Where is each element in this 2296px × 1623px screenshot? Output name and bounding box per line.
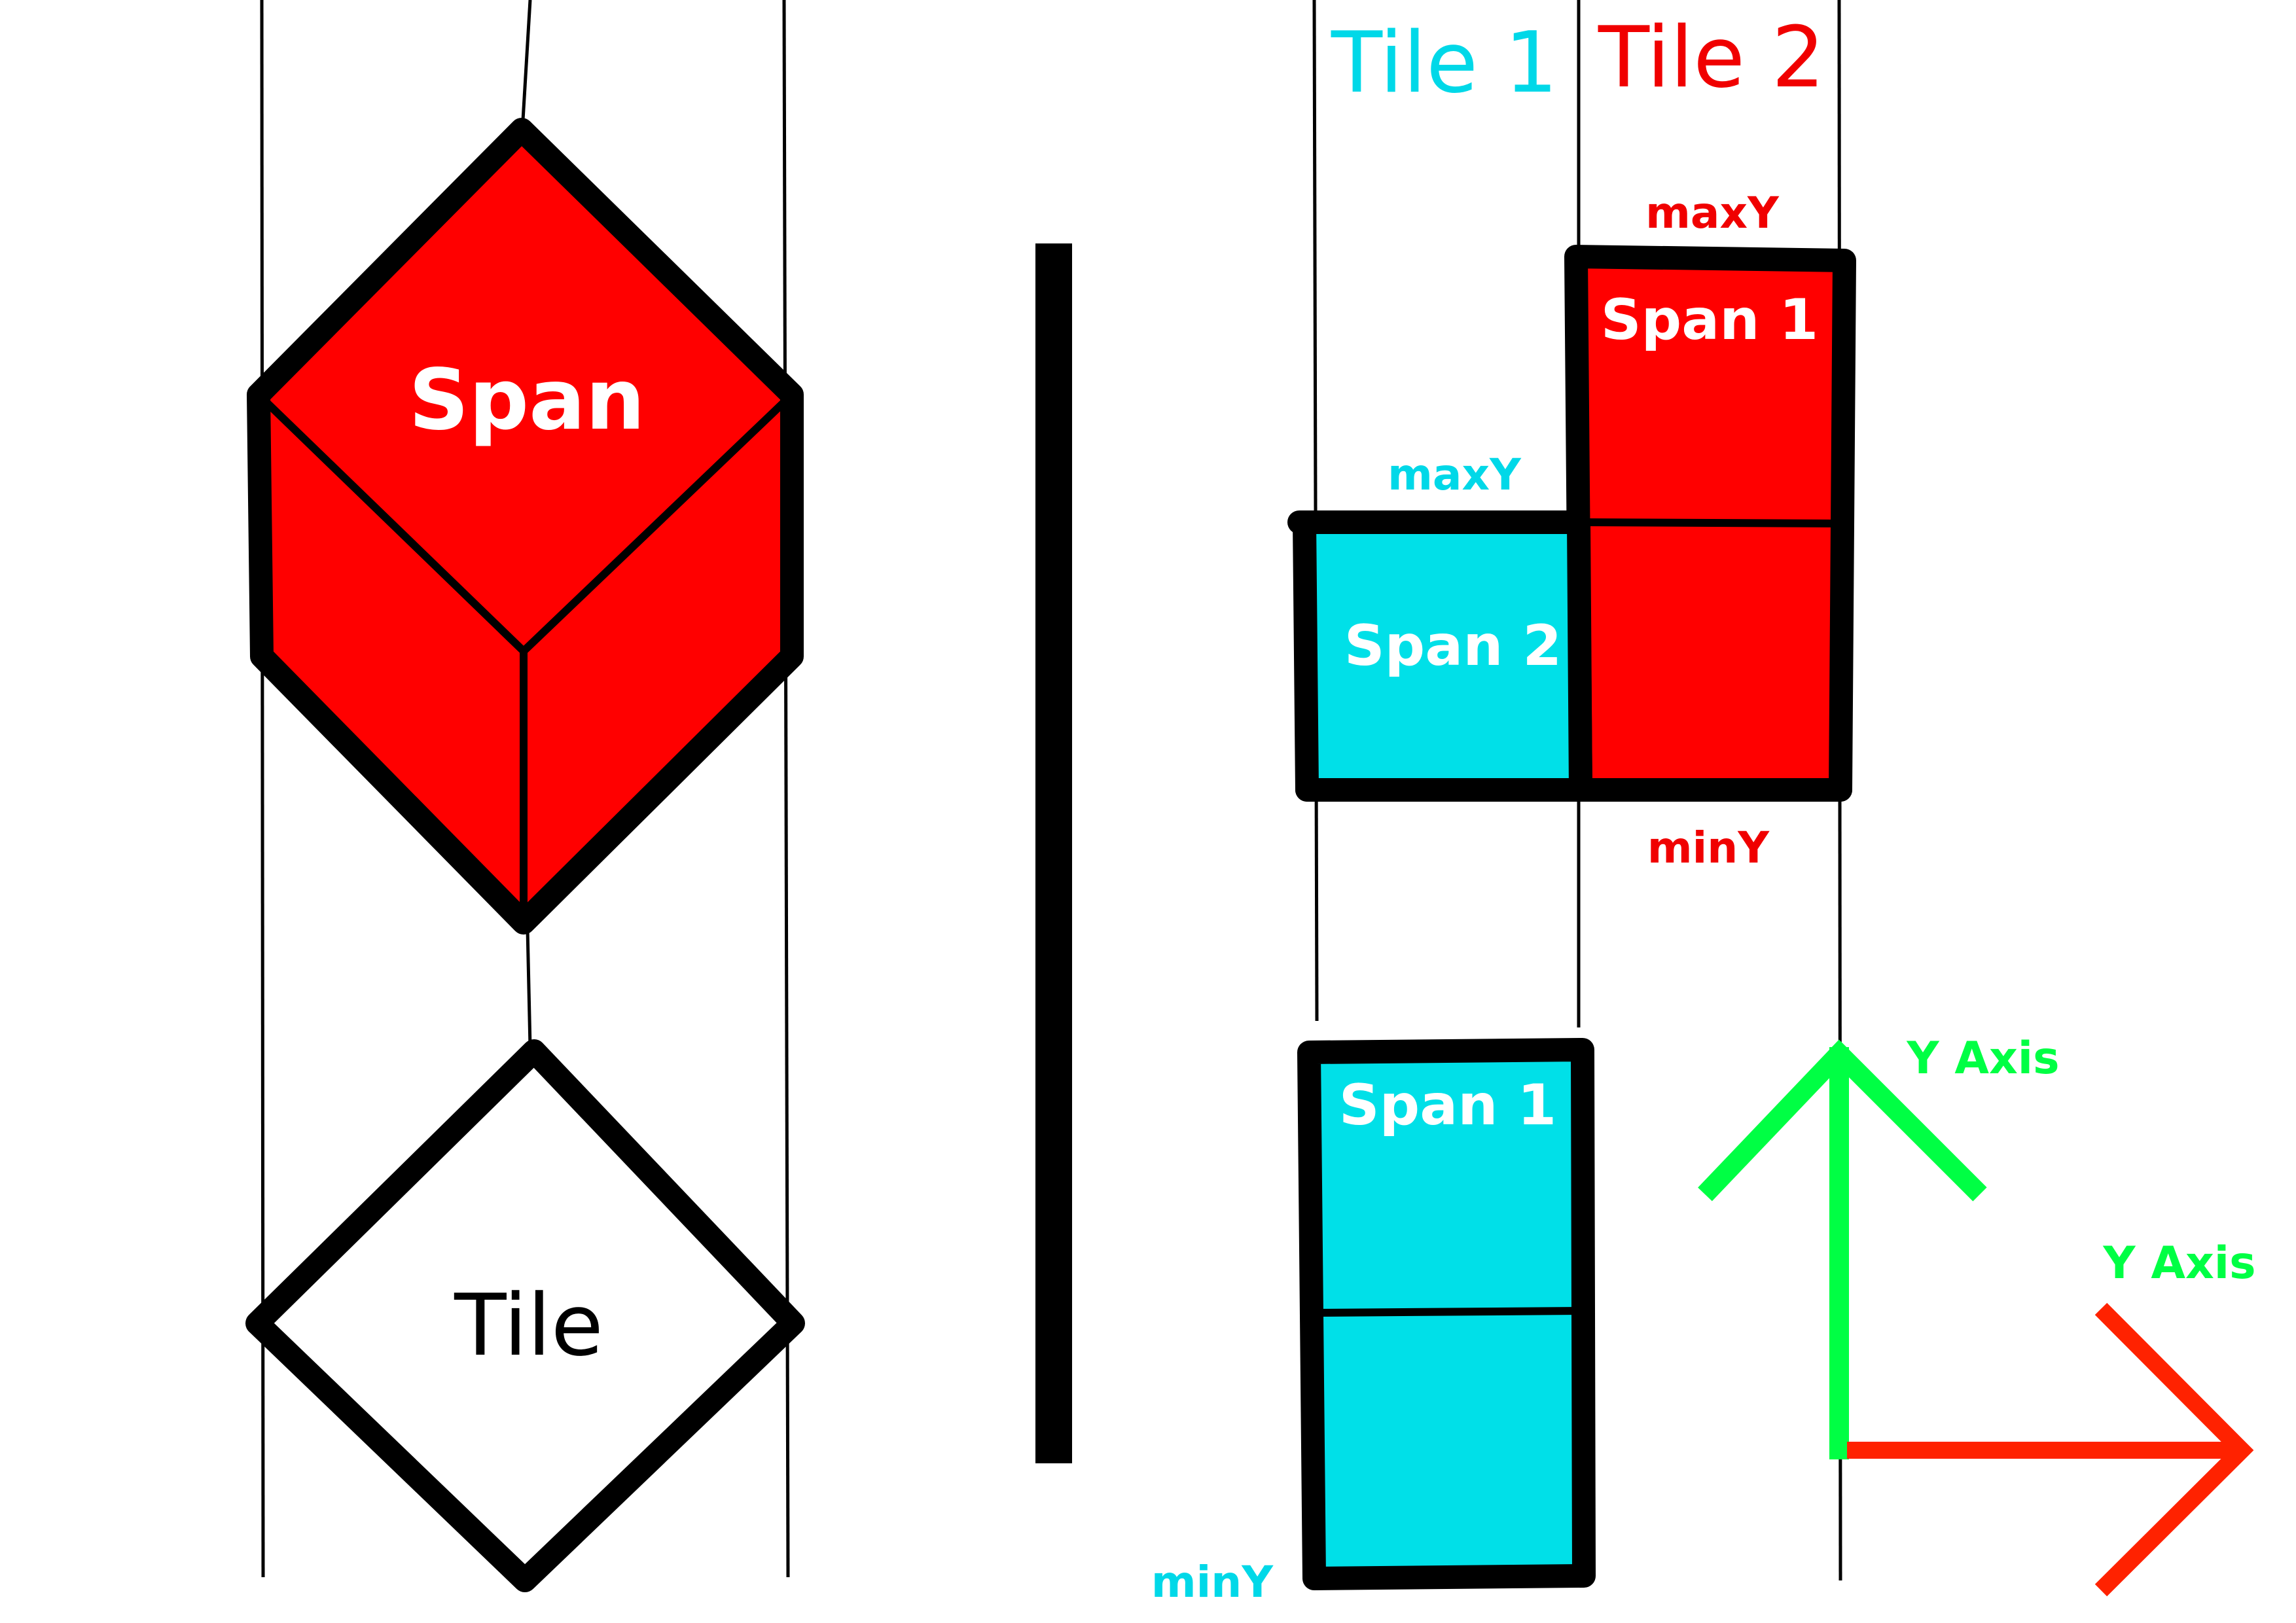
vertical-axis-label: Y Axis: [1906, 1033, 2059, 1084]
span-label: Span: [408, 351, 645, 449]
span-cube: Span: [247, 118, 804, 935]
tile-label: Tile: [454, 1275, 603, 1375]
up-arrow-icon: [1698, 1039, 1987, 1459]
span-cube-edge-top-right: [520, 391, 795, 654]
right-panel: Tile 1 Tile 2 maxY maxY Span 1 Span 2 mi…: [1151, 0, 2256, 1607]
tile1-miny-label: minY: [1151, 1557, 1274, 1607]
lower-span-group: Span 1 minY: [1151, 1038, 1596, 1607]
upper-span-group: maxY maxY Span 1 Span 2 minY: [1287, 188, 1856, 873]
tile2-miny-label: minY: [1647, 823, 1770, 873]
tile-diamond-outline: [245, 1039, 805, 1592]
tile-diamond: Tile: [245, 1039, 805, 1592]
tile1-span1-label: Span 1: [1339, 1073, 1557, 1138]
span-cube-edge-top-left: [255, 391, 527, 654]
tile2-span1-label: Span 1: [1601, 287, 1819, 353]
tile1-span2-label: Span 2: [1344, 613, 1562, 679]
left-panel: Span Tile: [245, 0, 805, 1592]
right-arrow-icon: [1847, 1302, 2254, 1597]
tile1-maxy-label: maxY: [1388, 450, 1522, 500]
tile2-maxy-label: maxY: [1645, 188, 1780, 238]
center-guide-line-top: [520, 0, 532, 132]
center-guide-line-mid: [526, 929, 532, 1048]
divider-bar: [1035, 243, 1072, 1463]
tile2-title: Tile 2: [1598, 9, 1825, 107]
axes-indicator: Y Axis Y Axis: [1698, 1033, 2256, 1597]
tile1-title: Tile 1: [1331, 14, 1558, 112]
horizontal-axis-label: Y Axis: [2102, 1238, 2255, 1289]
tile1-span1-cell-divider: [1314, 1307, 1583, 1317]
tile2-span1-cell-divider: [1580, 518, 1841, 527]
